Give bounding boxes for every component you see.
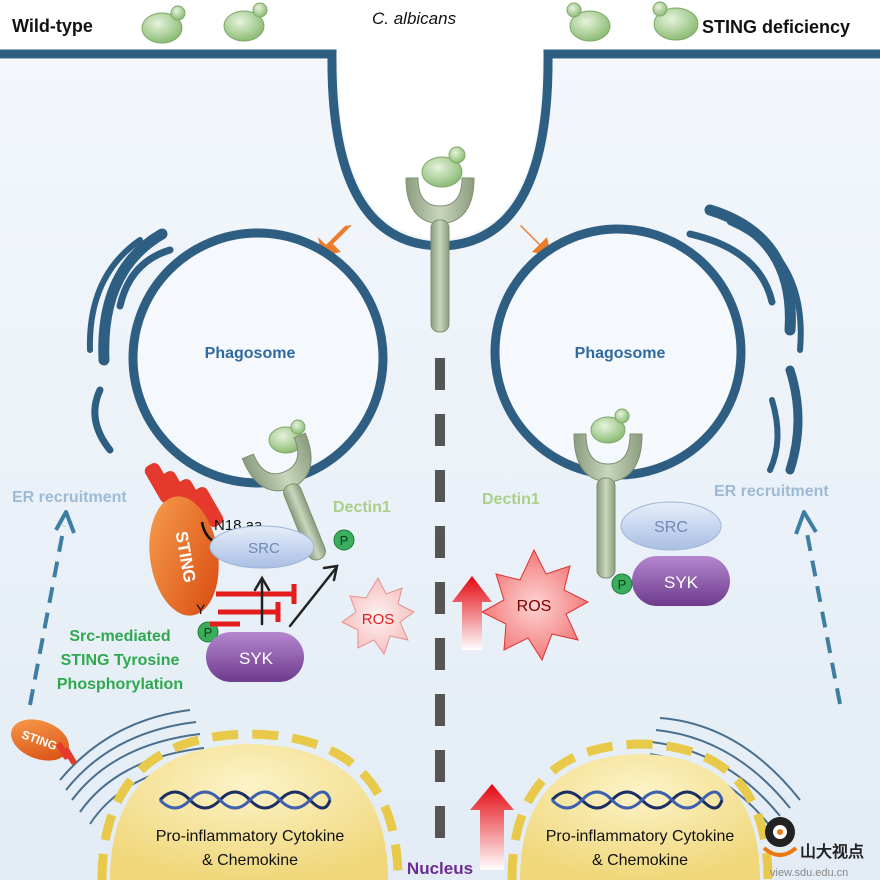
logo-icon bbox=[762, 817, 798, 857]
svg-text:P: P bbox=[204, 625, 213, 640]
fungus-icon bbox=[652, 1, 699, 41]
endoplasmic-reticulum-right bbox=[686, 204, 804, 475]
er-recruitment-label-right: ER recruitment bbox=[714, 483, 829, 500]
cytokine-line1-left: Pro-inflammatory Cytokine bbox=[156, 828, 345, 845]
cytokine-line2-right: & Chemokine bbox=[592, 852, 688, 869]
cytokine-line2-left: & Chemokine bbox=[202, 852, 298, 869]
sting-deficiency-label: STING deficiency bbox=[702, 17, 850, 37]
activation-arrows bbox=[253, 564, 339, 628]
dna-helix-right bbox=[550, 790, 724, 810]
ros-label-right: ROS bbox=[517, 598, 552, 615]
dectin1-label-right: Dectin1 bbox=[482, 491, 540, 508]
phagosome-label-left: Phagosome bbox=[205, 345, 296, 362]
caption-line3: Phosphorylation bbox=[57, 676, 183, 693]
ros-label-left: ROS bbox=[362, 611, 395, 628]
fungus-icon bbox=[223, 2, 268, 42]
wild-type-label: Wild-type bbox=[12, 16, 93, 36]
er-recruitment-label-left: ER recruitment bbox=[12, 489, 127, 506]
c-albicans-label: C. albicans bbox=[372, 9, 457, 28]
caption-line1: Src-mediated bbox=[69, 628, 170, 645]
inhibition-arrows bbox=[210, 584, 297, 627]
phospho-badge-dectin-left: P bbox=[333, 529, 355, 551]
cytokine-line1-right: Pro-inflammatory Cytokine bbox=[546, 828, 735, 845]
src-label-right: SRC bbox=[654, 519, 688, 536]
svg-text:P: P bbox=[340, 533, 349, 548]
cytokine-increase-arrow bbox=[470, 784, 514, 870]
sting-small: STING bbox=[11, 719, 77, 765]
dectin1-receptor-center bbox=[405, 177, 475, 333]
ros-burst-right bbox=[480, 548, 590, 662]
src-kinase-left bbox=[209, 525, 315, 569]
caption-line2: STING Tyrosine bbox=[61, 652, 180, 669]
phagosome-label-right: Phagosome bbox=[575, 345, 666, 362]
src-label-left: SRC bbox=[248, 540, 280, 557]
dectin1-receptor-left bbox=[241, 432, 326, 561]
logo-text: 山大视点 bbox=[800, 842, 864, 861]
tyrosine-label: Y bbox=[196, 601, 206, 617]
syk-kinase-right bbox=[632, 556, 730, 606]
endoplasmic-reticulum-left bbox=[86, 228, 174, 454]
fungus-icon bbox=[590, 408, 630, 444]
fungus-icon bbox=[141, 5, 186, 44]
phospho-badge-dectin-right: P bbox=[611, 573, 633, 595]
svg-text:P: P bbox=[618, 577, 627, 592]
fungus-icon bbox=[421, 146, 466, 188]
ros-burst-left bbox=[341, 576, 415, 656]
sting-protein: STING bbox=[149, 496, 219, 616]
src-kinase-right bbox=[620, 501, 722, 551]
er-recruitment-arrow-left bbox=[28, 525, 66, 706]
nuclear-envelope-right bbox=[507, 739, 773, 881]
orange-arrow-right bbox=[520, 225, 551, 256]
ros-increase-arrow bbox=[452, 576, 492, 650]
dectin1-receptor-right bbox=[573, 433, 643, 579]
fungus-icon bbox=[268, 419, 306, 454]
logo-url: view.sdu.edu.cn bbox=[770, 867, 848, 879]
phospho-badge-sting: P bbox=[197, 621, 219, 643]
dectin1-label-left: Dectin1 bbox=[333, 499, 391, 516]
nucleus-left bbox=[110, 744, 388, 880]
syk-label-right: SYK bbox=[664, 573, 699, 592]
nucleus-label: Nucleus bbox=[407, 859, 473, 878]
nucleus-right bbox=[520, 754, 760, 880]
syk-label-left: SYK bbox=[239, 649, 274, 668]
dna-helix-left bbox=[158, 790, 332, 810]
golgi-left bbox=[59, 709, 207, 825]
er-recruitment-arrow-right bbox=[804, 527, 842, 705]
fungus-icon bbox=[566, 2, 611, 42]
syk-kinase-left bbox=[206, 632, 304, 682]
